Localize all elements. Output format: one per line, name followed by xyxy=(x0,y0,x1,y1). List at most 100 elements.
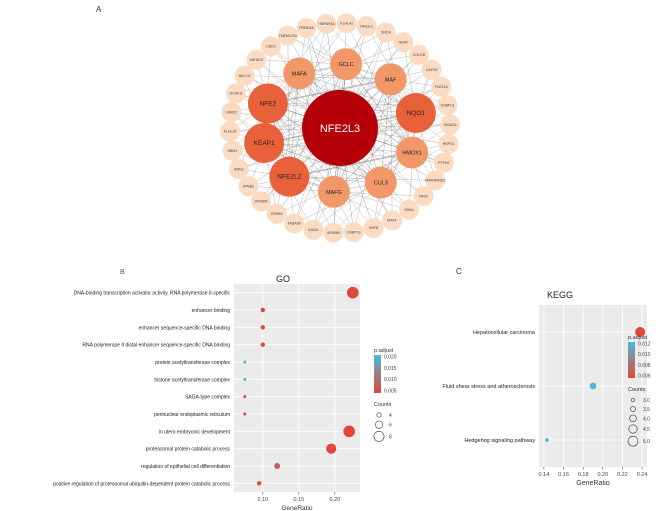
node-circle xyxy=(228,159,249,180)
legend-counts-circle xyxy=(627,435,639,447)
x-tick-label: 0.20 xyxy=(329,497,340,503)
term-label: Fluid shear stress and atherosclerosis xyxy=(442,384,535,390)
node-label: ABHD10 xyxy=(250,58,264,62)
node-label: TADA2B xyxy=(288,222,302,226)
legend-counts-label: 4.5 xyxy=(643,427,650,433)
network-edge xyxy=(390,79,393,221)
network-node-outer: GATA1 xyxy=(303,219,324,240)
node-label: NFE2L2 xyxy=(277,174,301,181)
panel-c-label: C xyxy=(456,267,462,276)
legend-padj-tick: 0.006 xyxy=(638,374,651,380)
term-dot xyxy=(243,412,247,416)
node-circle xyxy=(247,83,288,124)
node-circle xyxy=(266,203,287,224)
node-circle xyxy=(317,175,350,208)
kegg-title: KEGG xyxy=(547,290,573,300)
network-node-inner: MAF xyxy=(374,63,407,96)
node-label: PRMD4A xyxy=(299,26,314,30)
network-node-inner: NFE2 xyxy=(247,83,288,124)
node-label: SNF8 xyxy=(369,226,378,230)
network-node-outer: PRMD4A xyxy=(296,17,317,38)
legend-counts-label: 6 xyxy=(389,423,392,429)
network-node-outer: GOLGB xyxy=(408,44,429,65)
x-tick-label: 0.18 xyxy=(578,472,589,478)
network-edge xyxy=(373,112,417,229)
node-label: HNRNPA3 xyxy=(318,22,335,26)
network-edge xyxy=(345,64,449,145)
node-label: PTPN9 xyxy=(438,161,449,165)
node-circle xyxy=(421,59,442,80)
node-label: CAPN2 xyxy=(426,68,438,72)
term-label: SAGA-type complex xyxy=(185,395,231,401)
legend-counts-circle xyxy=(630,406,636,412)
node-circle xyxy=(393,32,414,53)
node-circle xyxy=(220,121,241,142)
network-node-outer: DCAF11 xyxy=(226,83,247,104)
network-node-outer: SMN2 xyxy=(228,159,249,180)
node-circle xyxy=(343,222,364,243)
node-label: RBMX xyxy=(228,149,239,153)
network-node-outer: TADA2A xyxy=(439,114,460,135)
network-edge xyxy=(306,27,413,153)
term-label: enhancer binding xyxy=(192,308,231,314)
x-tick-label: 0.10 xyxy=(257,497,268,503)
network-node-outer: OSBPL6 xyxy=(437,95,458,116)
node-circle xyxy=(374,63,407,96)
node-circle xyxy=(395,93,436,134)
network-node-outer: RBMX xyxy=(222,140,243,161)
node-circle xyxy=(284,213,305,234)
term-dot xyxy=(545,438,549,442)
network-node-outer: HNRNPA3 xyxy=(316,13,337,34)
node-circle xyxy=(330,48,363,81)
node-circle xyxy=(399,199,420,220)
node-label: ARID5B xyxy=(327,231,340,235)
term-label: histone acetyltransferase complex xyxy=(154,377,230,383)
network-node-outer: PDE11A xyxy=(431,76,452,97)
node-circle xyxy=(296,17,317,38)
legend-padj-tick: 0.020 xyxy=(384,355,397,361)
node-circle xyxy=(437,95,458,116)
legend-counts-title: Counts xyxy=(628,387,646,393)
network-edge xyxy=(289,23,327,177)
network-node-outer: APBB2 xyxy=(238,176,259,197)
network-node-outer: SNF8 xyxy=(363,218,384,239)
term-dot xyxy=(243,377,247,381)
ppi-network: KLHL42NFE2L2SNCANKRFGOLGBCAPN2PDE11AOSBP… xyxy=(220,13,460,243)
plot-background xyxy=(234,284,360,492)
network-node-outer: CDK5 xyxy=(260,36,281,57)
node-circle xyxy=(375,22,396,43)
node-circle xyxy=(283,57,316,90)
network-node-inner: KEAP1 xyxy=(244,122,285,163)
node-label: SNCA xyxy=(381,31,391,35)
legend-padj-tick: 0.010 xyxy=(384,377,397,383)
network-edge xyxy=(353,79,391,233)
node-circle xyxy=(251,191,272,212)
node-circle xyxy=(303,219,324,240)
panel-b-label: B xyxy=(120,269,125,276)
node-label: KLHL26 xyxy=(224,130,237,134)
node-circle xyxy=(439,114,460,135)
legend-counts-circle xyxy=(629,414,637,423)
network-edge xyxy=(287,35,290,177)
node-circle xyxy=(336,13,357,34)
node-circle xyxy=(433,152,454,173)
network-edge xyxy=(267,103,374,229)
legend-counts-circle xyxy=(628,424,638,434)
node-circle xyxy=(277,25,298,46)
node-circle xyxy=(438,133,459,154)
network-node-outer: SNCA xyxy=(375,22,396,43)
network-node-outer: DFNB59 xyxy=(251,191,272,212)
node-circle xyxy=(244,122,285,163)
term-dot xyxy=(243,360,247,364)
node-circle xyxy=(221,102,242,123)
network-node-outer: ABHD10 xyxy=(246,49,267,70)
term-dot xyxy=(260,307,266,313)
legend-padj-colorbar xyxy=(628,342,635,378)
term-dot xyxy=(243,395,247,399)
network-node-outer: PTPN9 xyxy=(433,152,454,173)
hub-circle xyxy=(302,90,378,166)
x-tick-label: 0.20 xyxy=(597,472,608,478)
node-label: KLHL42 xyxy=(340,21,353,25)
